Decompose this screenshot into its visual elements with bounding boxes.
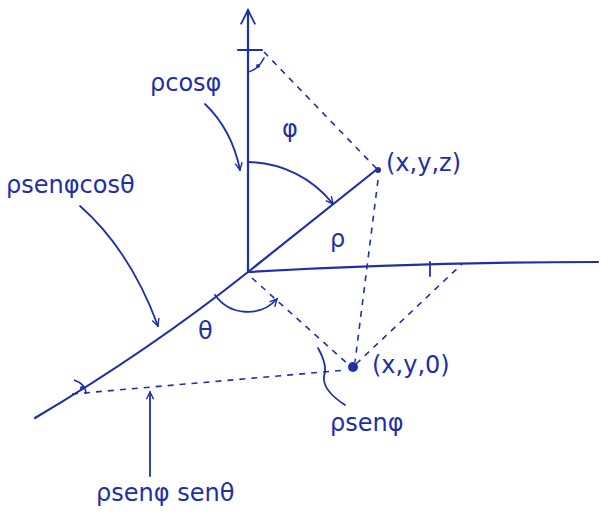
dashed-line [72, 370, 346, 394]
leader-arrow [205, 104, 240, 170]
phi-arc [248, 162, 333, 204]
dashed-line [252, 278, 350, 366]
right-angle-mark [248, 58, 264, 72]
dashed-line [355, 180, 378, 362]
length-label: ρsenφ senθ [96, 480, 234, 508]
point [348, 362, 358, 372]
y-axis [248, 262, 598, 272]
leader-arrow [149, 392, 151, 476]
length-label: ρsenφcosθ [6, 172, 135, 200]
leader-arrow [80, 206, 158, 326]
brace-leader [318, 348, 345, 405]
dashed-line [356, 264, 462, 364]
x-axis [35, 272, 248, 418]
point [375, 167, 381, 173]
right-angle-dot [80, 386, 84, 390]
dashed-line [264, 52, 376, 168]
right-angle-dot [256, 64, 260, 68]
right-angle-mark [74, 380, 86, 394]
rho-segment [248, 170, 376, 272]
length-label: ρ [330, 226, 345, 254]
angle-label: φ [282, 116, 298, 144]
y-tick [429, 262, 431, 276]
length-label: ρsenφ [330, 410, 404, 438]
angle-label: θ [198, 318, 213, 346]
length-label: ρcosφ [150, 70, 221, 98]
point-label: (x,y,z) [386, 150, 461, 178]
point-label: (x,y,0) [372, 352, 450, 380]
theta-arc [215, 295, 277, 312]
z-tick [238, 49, 262, 51]
